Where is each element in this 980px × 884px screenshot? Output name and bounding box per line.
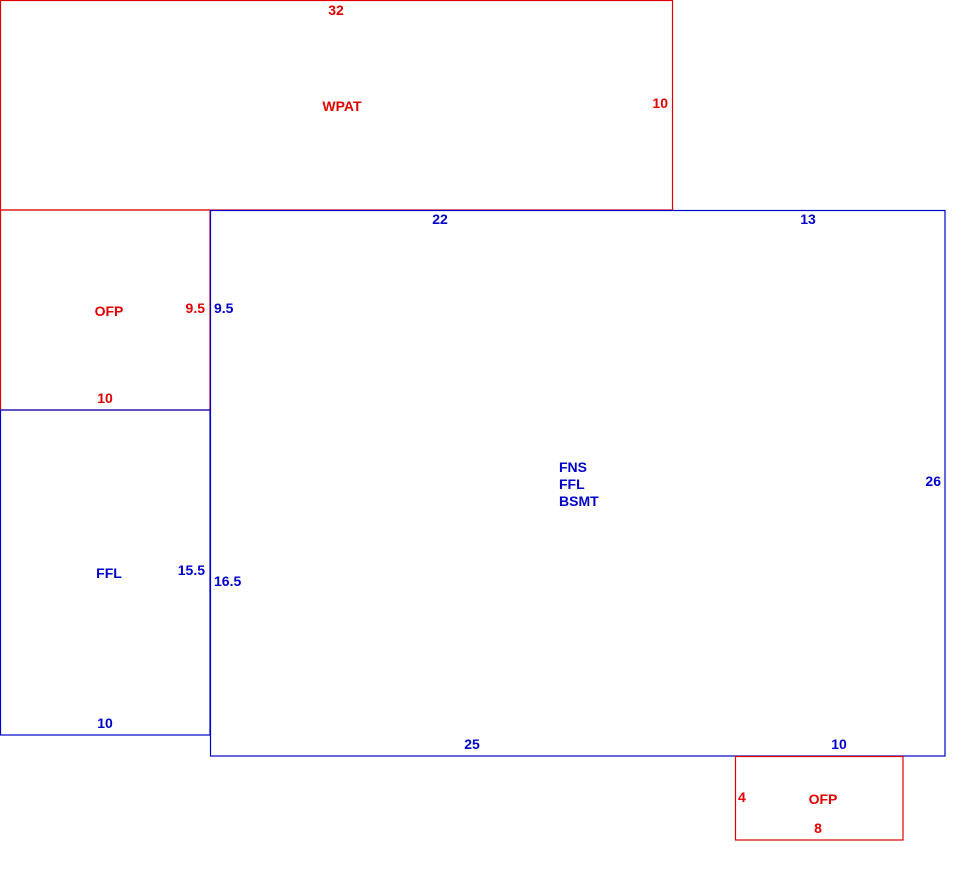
wpat-label: WPAT (322, 98, 362, 114)
main-bottom-right-dimension: 10 (831, 736, 847, 752)
wpat-right-dimension: 10 (652, 95, 668, 111)
main-right-dimension: 26 (925, 473, 941, 489)
ofp-lower-bottom-dimension: 8 (814, 820, 822, 836)
wpat-top-dimension: 32 (328, 2, 344, 18)
main-label-line-3: BSMT (559, 493, 599, 509)
main-structure-outline (209, 209, 946, 757)
main-label-line-2: FFL (559, 476, 585, 492)
ffl-left-label: FFL (96, 565, 122, 581)
ofp-upper-right-dimension: 9.5 (186, 300, 206, 316)
ofp-lower-outline (734, 755, 904, 841)
main-bottom-left-dimension: 25 (464, 736, 480, 752)
ofp-lower-left-dimension: 4 (738, 789, 746, 805)
ffl-left-right-dimension: 15.5 (178, 562, 205, 578)
main-top-left-dimension: 22 (432, 211, 448, 227)
main-left-upper-dimension: 9.5 (214, 300, 234, 316)
main-left-lower-dimension: 16.5 (214, 573, 241, 589)
main-top-right-dimension: 13 (800, 211, 816, 227)
main-label-line-1: FNS (559, 459, 587, 475)
ofp-lower-label: OFP (809, 791, 838, 807)
ofp-upper-label: OFP (95, 303, 124, 319)
ffl-left-bottom-dimension: 10 (97, 715, 113, 731)
ofp-upper-bottom-dimension: 10 (97, 390, 113, 406)
